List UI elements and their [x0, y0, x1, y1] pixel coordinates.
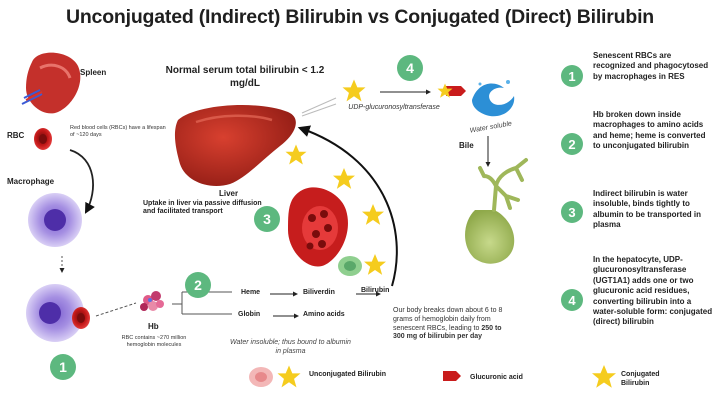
macrophage-with-rbc-illustration	[26, 284, 90, 342]
daily-breakdown-note: Our body breaks down about 6 to 8 grams …	[393, 307, 513, 342]
enzyme-label: UDP-glucuronosyltransferase	[348, 104, 440, 111]
macrophage-illustration	[28, 193, 82, 247]
page-title: Unconjugated (Indirect) Bilirubin vs Con…	[65, 6, 655, 28]
biliverdin-label: Biliverdin	[303, 289, 335, 296]
legend-glucuronic-icon	[443, 371, 461, 381]
legend-conjugated-label: Conjugated Bilirubin	[621, 371, 660, 387]
daily-breakdown-amount: 250 to 300 mg of bilirubin per day	[393, 324, 502, 341]
legend-glucuronic-label: Glucuronic acid	[470, 374, 523, 381]
step-3-text: Indirect bilirubin is water insoluble, b…	[593, 189, 702, 230]
gallbladder-illustration	[465, 158, 528, 264]
globin-label: Globin	[238, 311, 261, 318]
rbc-lifespan-note: Red blood cells (RBCs) have a lifespan o…	[70, 125, 166, 138]
albumin-icon	[338, 256, 362, 276]
bilirubin-label: Bilirubin	[361, 287, 390, 294]
step-3-badge-right: 3	[561, 201, 583, 223]
step-2-badge-right: 2	[561, 133, 583, 155]
water-insoluble-note: Water insoluble; thus bound to albumin i…	[230, 339, 351, 355]
spleen-label: Spleen	[80, 68, 107, 77]
water-splash-icon	[472, 80, 515, 117]
step-1-text: Senescent RBCs are recognized and phagoc…	[593, 51, 709, 81]
step-2-badge-center: 2	[185, 272, 211, 298]
step-4-badge-center: 4	[397, 55, 423, 81]
rbc-label: RBC	[7, 131, 25, 140]
heme-label: Heme	[241, 289, 261, 296]
hb-molecule-note: RBC contains ~270 million hemoglobin mol…	[121, 335, 187, 348]
liver-uptake-note: Uptake in liver via passive diffusion an…	[143, 200, 262, 216]
flow-arrow-rbc-to-macrophage	[69, 149, 95, 214]
step-4-badge-right: 4	[561, 289, 583, 311]
hemoglobin-icon	[140, 291, 164, 311]
daily-breakdown-text: Our body breaks down about 6 to 8 grams …	[393, 307, 503, 332]
step-1-badge-right: 1	[561, 65, 583, 87]
glucuronic-acid-icon	[437, 83, 466, 98]
step-2-text: Hb broken down inside macrophages to ami…	[593, 110, 706, 151]
liver-label: Liver	[219, 189, 239, 198]
legend-conjugated-icon	[592, 365, 616, 388]
hb-label: Hb	[148, 322, 159, 331]
blood-vessel-illustration	[288, 187, 348, 267]
flow-arrow-bilirubin-to-liver	[297, 125, 398, 287]
legend-unconjugated-icon	[249, 365, 301, 388]
liver-illustration	[174, 105, 296, 186]
step-1-badge: 1	[50, 354, 76, 380]
normal-serum-label: Normal serum total bilirubin < 1.2 mg/dL	[165, 65, 325, 89]
spleen-illustration	[21, 52, 81, 114]
bile-label: Bile	[459, 141, 474, 150]
step-4-text: In the hepatocyte, UDP-glucuronosyltrans…	[593, 255, 713, 327]
legend-unconjugated-label: Unconjugated Bilirubin	[309, 371, 386, 378]
macrophage-label: Macrophage	[7, 177, 55, 186]
amino-acids-label: Amino acids	[303, 311, 345, 318]
rbc-illustration	[34, 128, 52, 150]
step-3-badge-center: 3	[254, 206, 280, 232]
